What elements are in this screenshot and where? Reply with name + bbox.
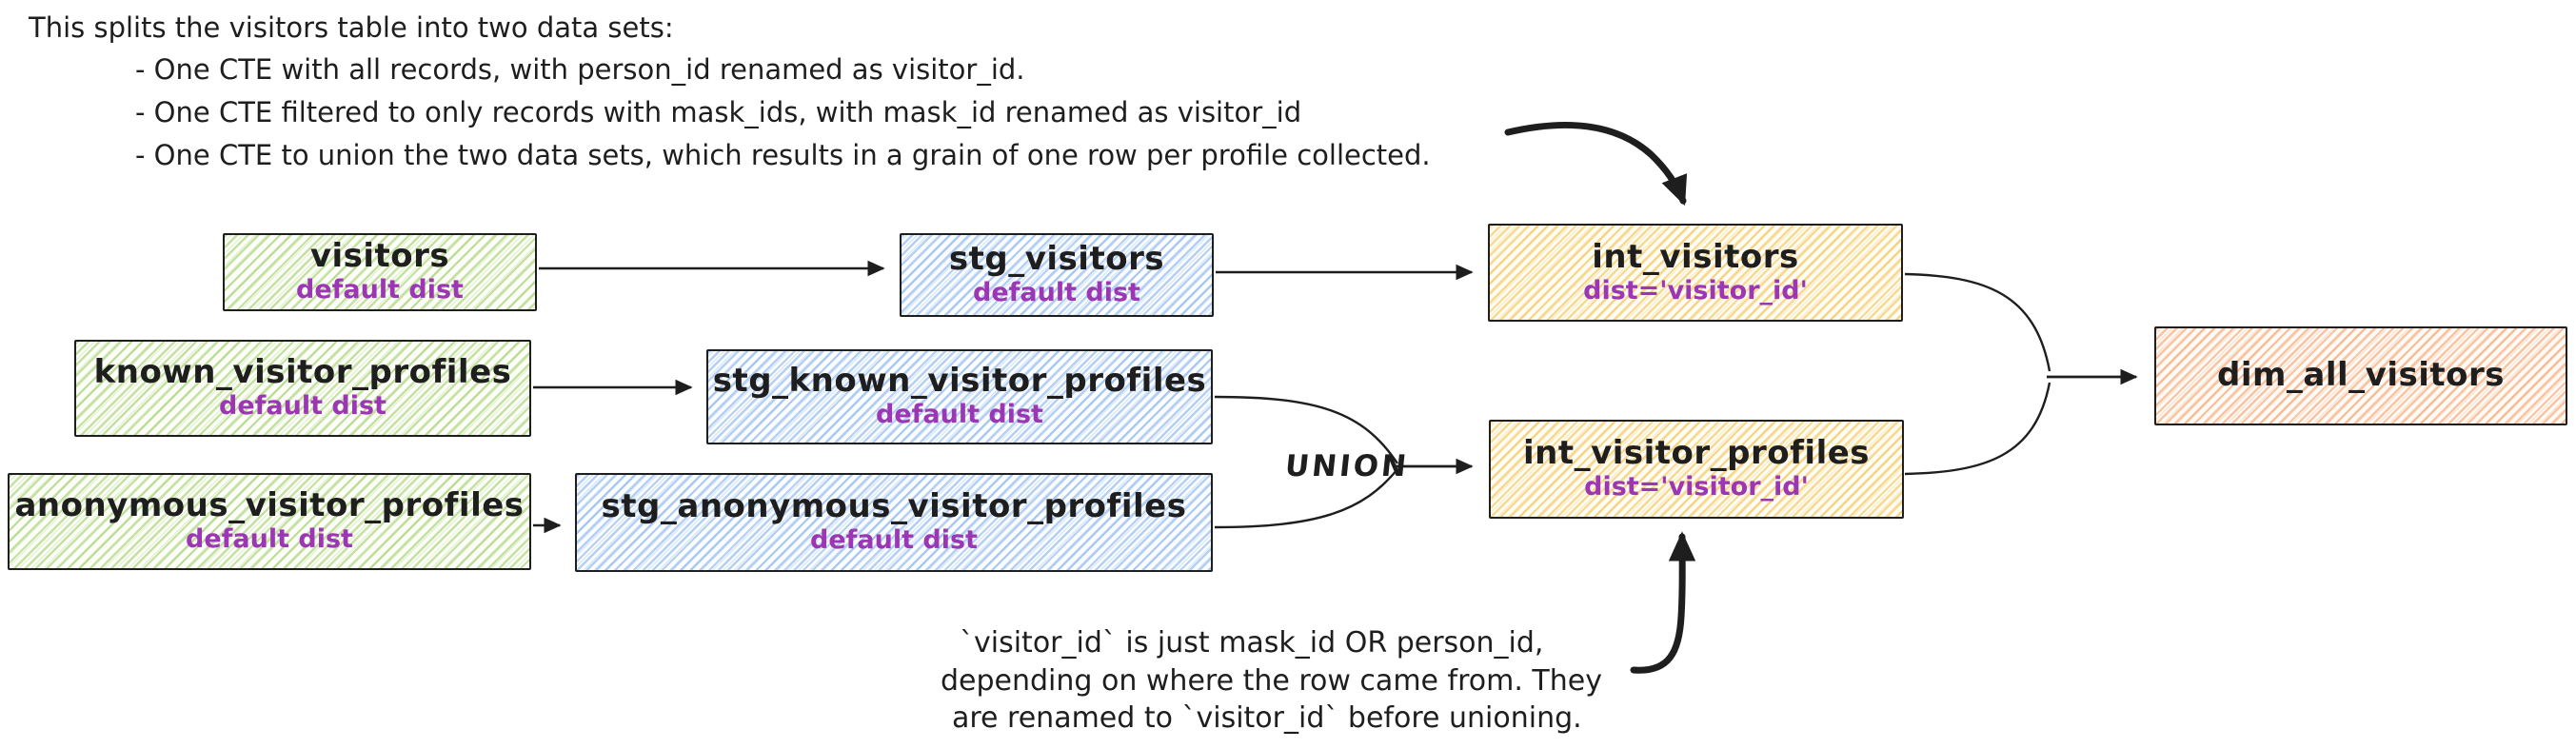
node-int-visitor-profiles[interactable]: int_visitor_profiles dist='visitor_id' [1489, 420, 1904, 519]
node-known-visitor-profiles[interactable]: known_visitor_profiles default dist [74, 340, 531, 437]
node-stg-anonymous-visitor-profiles[interactable]: stg_anonymous_visitor_profiles default d… [575, 473, 1213, 572]
node-int-visitors[interactable]: int_visitors dist='visitor_id' [1488, 224, 1903, 322]
node-dist-label: default dist [876, 400, 1043, 430]
edge-int-visitors-to-dim-merge [1904, 272, 2051, 372]
node-stg-known-visitor-profiles[interactable]: stg_known_visitor_profiles default dist [706, 349, 1213, 444]
top-annotation-bullet-3: - One CTE to union the two data sets, wh… [135, 139, 1431, 171]
node-stg-visitors[interactable]: stg_visitors default dist [900, 233, 1214, 317]
node-title: stg_visitors [948, 240, 1165, 279]
bottom-annotation-line-2: depending on where the row came from. Th… [941, 664, 1602, 698]
node-anonymous-visitor-profiles[interactable]: anonymous_visitor_profiles default dist [8, 473, 531, 570]
node-dim-all-visitors[interactable]: dim_all_visitors [2154, 326, 2567, 425]
node-title: known_visitor_profiles [93, 353, 512, 392]
node-title: stg_known_visitor_profiles [712, 362, 1207, 401]
node-dist-label: dist='visitor_id' [1584, 472, 1809, 503]
node-title: stg_anonymous_visitor_profiles [601, 487, 1187, 526]
node-dist-label: dist='visitor_id' [1583, 275, 1808, 306]
node-title: int_visitor_profiles [1522, 434, 1871, 473]
bottom-annotation-line-3: are renamed to `visitor_id` before union… [952, 701, 1582, 735]
bottom-annotation-line-1: `visitor_id` is just mask_id OR person_i… [960, 626, 1544, 660]
union-label: UNION [1283, 449, 1411, 483]
top-annotation-bullet-2: - One CTE filtered to only records with … [135, 96, 1302, 128]
node-dist-label: default dist [219, 391, 386, 422]
bottom-annotation-arrow [1630, 531, 1696, 674]
node-dist-label: default dist [186, 524, 353, 555]
top-annotation-bullet-1: - One CTE with all records, with person_… [135, 53, 1025, 86]
node-visitors[interactable]: visitors default dist [223, 233, 537, 311]
node-dist-label: default dist [296, 275, 464, 306]
top-annotation-intro: This splits the visitors table into two … [29, 11, 674, 44]
node-dist-label: default dist [973, 278, 1140, 308]
node-title: dim_all_visitors [2217, 356, 2505, 395]
node-dist-label: default dist [810, 525, 978, 556]
top-annotation-arrow [1504, 121, 1688, 207]
node-title: visitors [309, 237, 450, 276]
edge-int-visitor-profiles-to-dim-merge [1904, 382, 2051, 476]
node-title: anonymous_visitor_profiles [14, 486, 525, 525]
node-title: int_visitors [1592, 237, 1799, 276]
